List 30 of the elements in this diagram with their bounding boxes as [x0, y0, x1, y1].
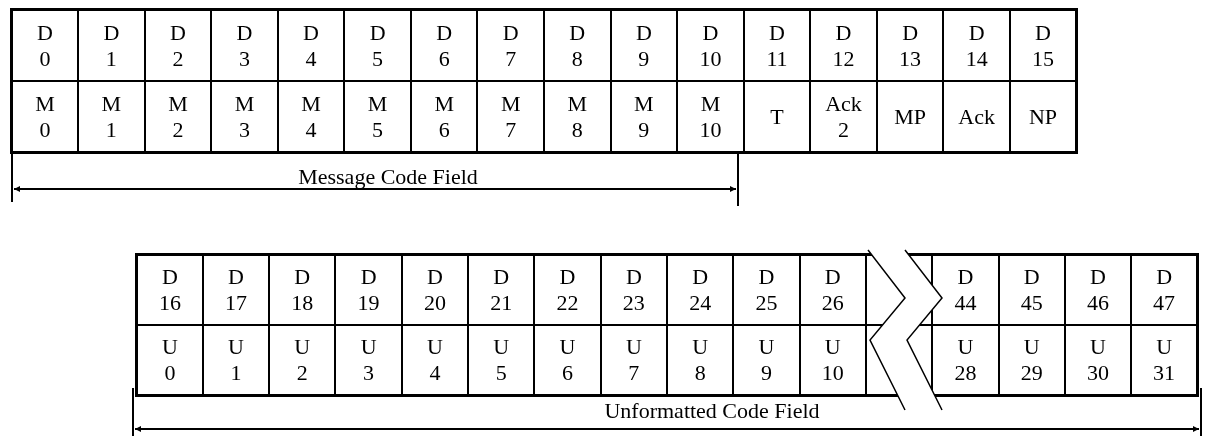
table-cell: D 2 — [144, 9, 212, 81]
field-label: Message Code Field — [298, 164, 478, 190]
table-cell: D 5 — [344, 9, 411, 81]
table-cell: D 7 — [477, 9, 544, 81]
table-cell: D 13 — [876, 9, 944, 81]
table-cell: D 46 — [1064, 254, 1132, 325]
table-cell: D 14 — [943, 9, 1010, 81]
table-cell: D 23 — [600, 254, 667, 325]
table-cell: D 26 — [799, 254, 866, 325]
table-cell: D 22 — [534, 254, 601, 325]
field-label: Unformatted Code Field — [604, 398, 820, 424]
table-cell: D 45 — [998, 254, 1065, 325]
table-cell: D 12 — [810, 9, 877, 81]
table-cell: D 10 — [677, 9, 744, 81]
table-cell: D 0 — [11, 9, 79, 81]
table-cell: D 11 — [743, 9, 811, 81]
table-cell: D 3 — [211, 9, 278, 81]
table-cell: D 25 — [733, 254, 800, 325]
table-cell: D 20 — [401, 254, 469, 325]
table-cell: D 19 — [335, 254, 402, 325]
table-cell: D 8 — [544, 9, 611, 81]
table-cell: D 16 — [136, 254, 203, 325]
table-cell: D 24 — [667, 254, 734, 325]
table-cell: D 1 — [78, 9, 145, 81]
table-cell: D 9 — [610, 9, 678, 81]
table-cell: D 4 — [277, 9, 345, 81]
table-cell: D 17 — [202, 254, 270, 325]
table-cell: D 6 — [410, 9, 478, 81]
table-cell: D 18 — [269, 254, 336, 325]
table-cell: D 21 — [468, 254, 535, 325]
